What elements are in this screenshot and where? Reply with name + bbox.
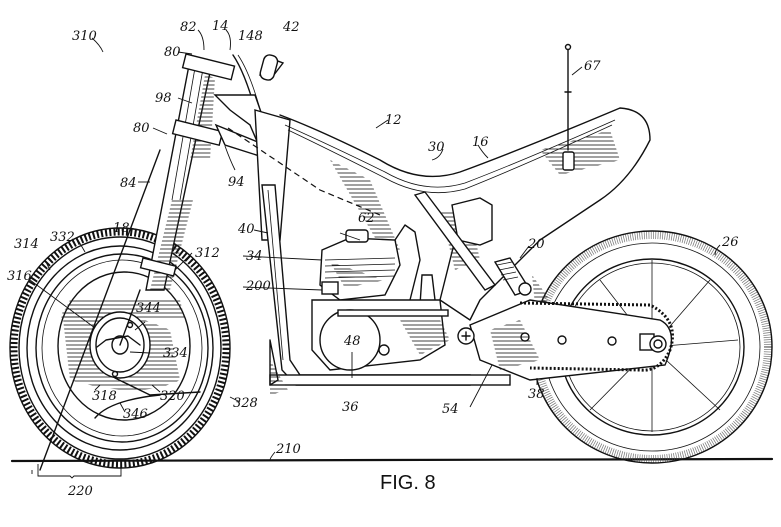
reference-labels: 310 82 14 148 42 80 98 80 94 84 18 12 30… [7, 19, 739, 499]
engine [311, 224, 450, 371]
label-14: 14 [212, 19, 229, 34]
label-94: 94 [228, 175, 245, 190]
swing-arm [457, 257, 674, 381]
label-98: 98 [155, 91, 172, 106]
label-80-lower: 80 [133, 121, 150, 136]
label-310: 310 [72, 29, 97, 44]
label-30: 30 [428, 140, 445, 155]
label-344: 344 [136, 301, 161, 316]
label-312: 312 [195, 246, 220, 261]
label-36: 36 [342, 400, 359, 415]
label-220: 220 [67, 484, 93, 499]
label-20: 20 [527, 237, 545, 252]
handlebar-grip [259, 54, 279, 81]
label-38: 38 [528, 387, 545, 402]
label-54: 54 [442, 402, 459, 417]
label-42: 42 [282, 20, 300, 35]
label-16: 16 [472, 135, 489, 150]
label-346: 346 [123, 407, 148, 422]
label-334: 334 [163, 346, 188, 361]
label-84: 84 [120, 176, 137, 191]
ground-line [10, 457, 774, 463]
label-34: 34 [246, 249, 263, 264]
label-320: 320 [160, 389, 185, 404]
label-62: 62 [358, 211, 375, 226]
label-82: 82 [180, 20, 197, 35]
label-332: 332 [50, 230, 75, 245]
label-314: 314 [14, 237, 39, 252]
label-210: 210 [275, 442, 301, 457]
label-48: 48 [343, 334, 361, 349]
label-328: 328 [233, 396, 258, 411]
leader-lines [29, 29, 721, 479]
label-67: 67 [584, 59, 601, 74]
frame-body [261, 107, 651, 395]
label-200: 200 [245, 279, 271, 294]
figure-caption: FIG. 8 [380, 472, 436, 494]
label-80-upper: 80 [164, 45, 181, 60]
front-wheel [9, 227, 231, 469]
antenna [562, 43, 575, 171]
label-316: 316 [7, 269, 32, 284]
label-318: 318 [92, 389, 117, 404]
label-26: 26 [721, 235, 739, 250]
label-40: 40 [237, 222, 255, 237]
label-18: 18 [113, 221, 130, 236]
label-148: 148 [238, 29, 263, 44]
label-12: 12 [385, 113, 402, 128]
handlebar-assembly [213, 54, 291, 241]
front-fork [39, 53, 236, 471]
